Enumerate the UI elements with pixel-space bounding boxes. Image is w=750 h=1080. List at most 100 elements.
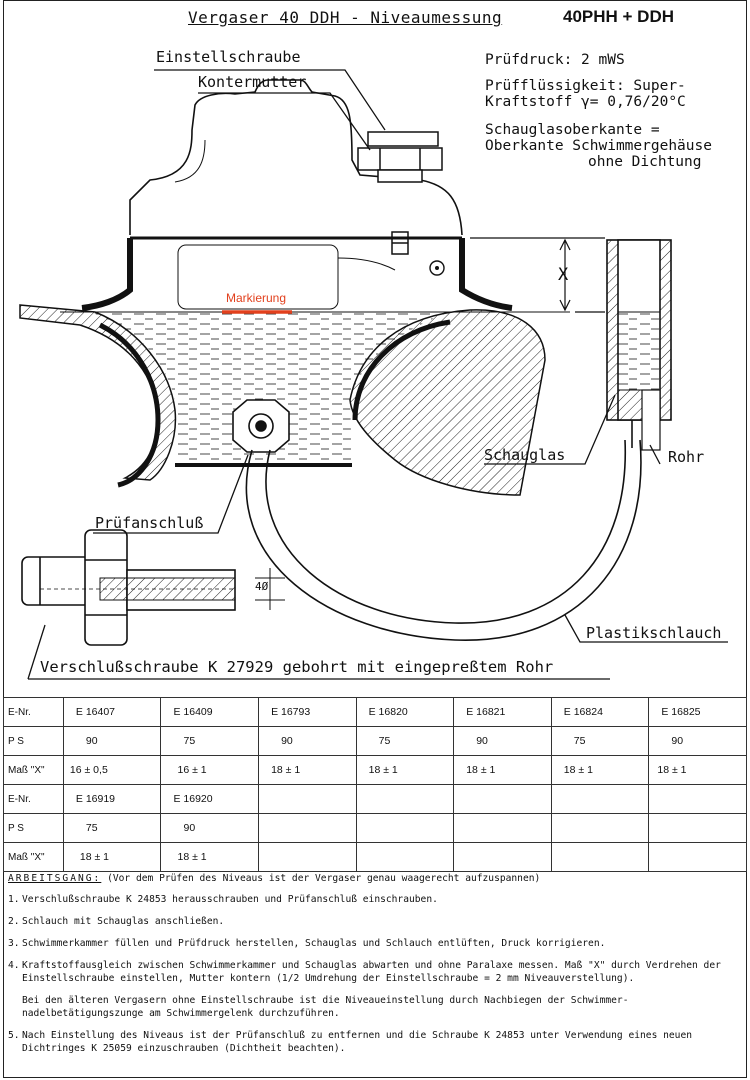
table-row: Maß "X" 18 ± 1 18 ± 1: [3, 842, 747, 872]
table-row: E-Nr. E 16407 E 16409 E 16793 E 16820 E …: [3, 697, 747, 727]
table-header-cell: Maß "X": [3, 755, 64, 785]
step-number: 1.: [8, 894, 20, 905]
table-cell: 18 ± 1: [160, 842, 260, 872]
carburetor-drawing: [19, 69, 728, 680]
test-fluid-1: Prüfflüssigkeit: Super-: [485, 78, 686, 94]
table-cell: 75: [62, 813, 162, 843]
table-cell: E 16407: [62, 697, 162, 727]
table-cell: 16 ± 1: [160, 755, 260, 785]
glass-edge-3: ohne Dichtung: [588, 154, 702, 170]
table-cell: E 16919: [62, 784, 162, 814]
test-connection: [232, 399, 290, 453]
table-cell: 18 ± 1: [62, 842, 162, 872]
table-header-cell: Maß "X": [3, 842, 64, 872]
leader-lines: [27, 69, 728, 680]
table-cell: 90: [62, 726, 162, 756]
step-text: Verschlußschraube K 24853 herausschraube…: [22, 894, 438, 905]
test-fluid-2: Kraftstoff γ= 0,76/20°C: [485, 94, 686, 110]
float-chamber: [81, 236, 513, 311]
table-cell: E 16821: [453, 697, 552, 727]
spec-table: E-Nr. E 16407 E 16409 E 16793 E 16820 E …: [3, 697, 747, 872]
table-cell: [550, 842, 650, 872]
hose-inner: [265, 439, 626, 624]
table-cell: [453, 842, 552, 872]
table-cell: 90: [453, 726, 552, 756]
sight-glass: [606, 239, 672, 451]
label-pruefanschluss: Prüfanschluß: [95, 514, 204, 532]
table-row: P S 75 90: [3, 813, 747, 843]
table-cell: [453, 813, 552, 843]
table-cell: 75: [355, 726, 455, 756]
step-text: Schlauch mit Schauglas anschließen.: [22, 916, 225, 927]
step-item: 3. Schwimmerkammer füllen und Prüfdruck …: [8, 937, 743, 950]
table-cell: [550, 784, 650, 814]
table-cell: [550, 813, 650, 843]
table-row: Maß "X" 16 ± 0,5 16 ± 1 18 ± 1 18 ± 1 18…: [3, 755, 747, 785]
x-dimension: [470, 237, 605, 313]
table-cell: E 16793: [258, 697, 357, 727]
step-sub-note: Bei den älteren Vergasern ohne Einstells…: [22, 995, 629, 1019]
step-item: 4. Kraftstoffausgleich zwischen Schwimme…: [8, 959, 743, 985]
label-plastikschlauch: Plastikschlauch: [586, 624, 722, 642]
table-cell: 90: [160, 813, 260, 843]
table-cell: [648, 813, 747, 843]
table-row: E-Nr. E 16919 E 16920: [3, 784, 747, 814]
table-cell: [258, 784, 357, 814]
table-cell: [258, 842, 357, 872]
step-item: 2. Schlauch mit Schauglas anschließen.: [8, 915, 743, 928]
label-rohr: Rohr: [668, 448, 705, 466]
glass-edge-2: Oberkante Schwimmergehäuse: [485, 138, 712, 154]
glass-edge-1: Schauglasoberkante =: [485, 122, 660, 138]
float: [177, 244, 339, 310]
table-cell: [355, 813, 455, 843]
table-header-cell: P S: [3, 726, 64, 756]
test-pressure: Prüfdruck: 2 mWS: [485, 52, 625, 68]
table-cell: 90: [648, 726, 747, 756]
step-text: Kraftstoffausgleich zwischen Schwimmerka…: [22, 960, 721, 984]
fuel-level: [90, 312, 450, 465]
label-schauglas: Schauglas: [484, 446, 566, 464]
table-cell: E 16920: [160, 784, 260, 814]
table-cell: 75: [550, 726, 650, 756]
step-number: 2.: [8, 916, 20, 927]
steps-heading-row: ARBEITSGANG: (Vor dem Prüfen des Niveaus…: [8, 872, 743, 885]
label-diameter: 4Ø: [255, 580, 269, 593]
steps-heading-note: (Vor dem Prüfen des Niveaus ist der Verg…: [107, 873, 541, 884]
drain-bolt: [21, 529, 285, 646]
step-number: 3.: [8, 938, 20, 949]
carburetor-housing: [129, 79, 463, 236]
step-item: 5. Nach Einstellung des Niveaus ist der …: [8, 1029, 743, 1055]
table-cell: 16 ± 0,5: [62, 755, 162, 785]
table-cell: 90: [258, 726, 357, 756]
label-x: X: [558, 265, 569, 285]
table-cell: 18 ± 1: [258, 755, 357, 785]
table-cell: 75: [160, 726, 260, 756]
step-item: 1. Verschlußschraube K 24853 herausschra…: [8, 893, 743, 906]
table-cell: E 16409: [160, 697, 260, 727]
table-cell: [648, 842, 747, 872]
table-cell: 18 ± 1: [355, 755, 455, 785]
table-header-cell: P S: [3, 813, 64, 843]
table-cell: [258, 813, 357, 843]
step-number: 4.: [8, 960, 20, 971]
model-label: 40PHH + DDH: [563, 7, 675, 26]
table-cell: [355, 784, 455, 814]
label-markierung: Markierung: [226, 291, 287, 305]
table-header-cell: E-Nr.: [3, 697, 64, 727]
table-cell: [453, 784, 552, 814]
step-text: Schwimmerkammer füllen und Prüfdruck her…: [22, 938, 606, 949]
table-cell: 18 ± 1: [648, 755, 747, 785]
label-einstellschraube: Einstellschraube: [156, 48, 301, 66]
steps-heading: ARBEITSGANG:: [8, 873, 102, 884]
table-cell: E 16825: [648, 697, 747, 727]
label-verschlussschraube: Verschlußschraube K 27929 gebohrt mit ei…: [40, 658, 554, 676]
table-cell: [355, 842, 455, 872]
page-title: Vergaser 40 DDH - Niveaumessung: [188, 8, 503, 27]
venturi-left: [19, 304, 177, 488]
work-steps: ARBEITSGANG: (Vor dem Prüfen des Niveaus…: [8, 872, 743, 1064]
adjustment-screw: [357, 131, 443, 255]
step-number: 5.: [8, 1030, 20, 1041]
step-text: Nach Einstellung des Niveaus ist der Prü…: [22, 1030, 693, 1054]
page-frame: [3, 0, 747, 1078]
